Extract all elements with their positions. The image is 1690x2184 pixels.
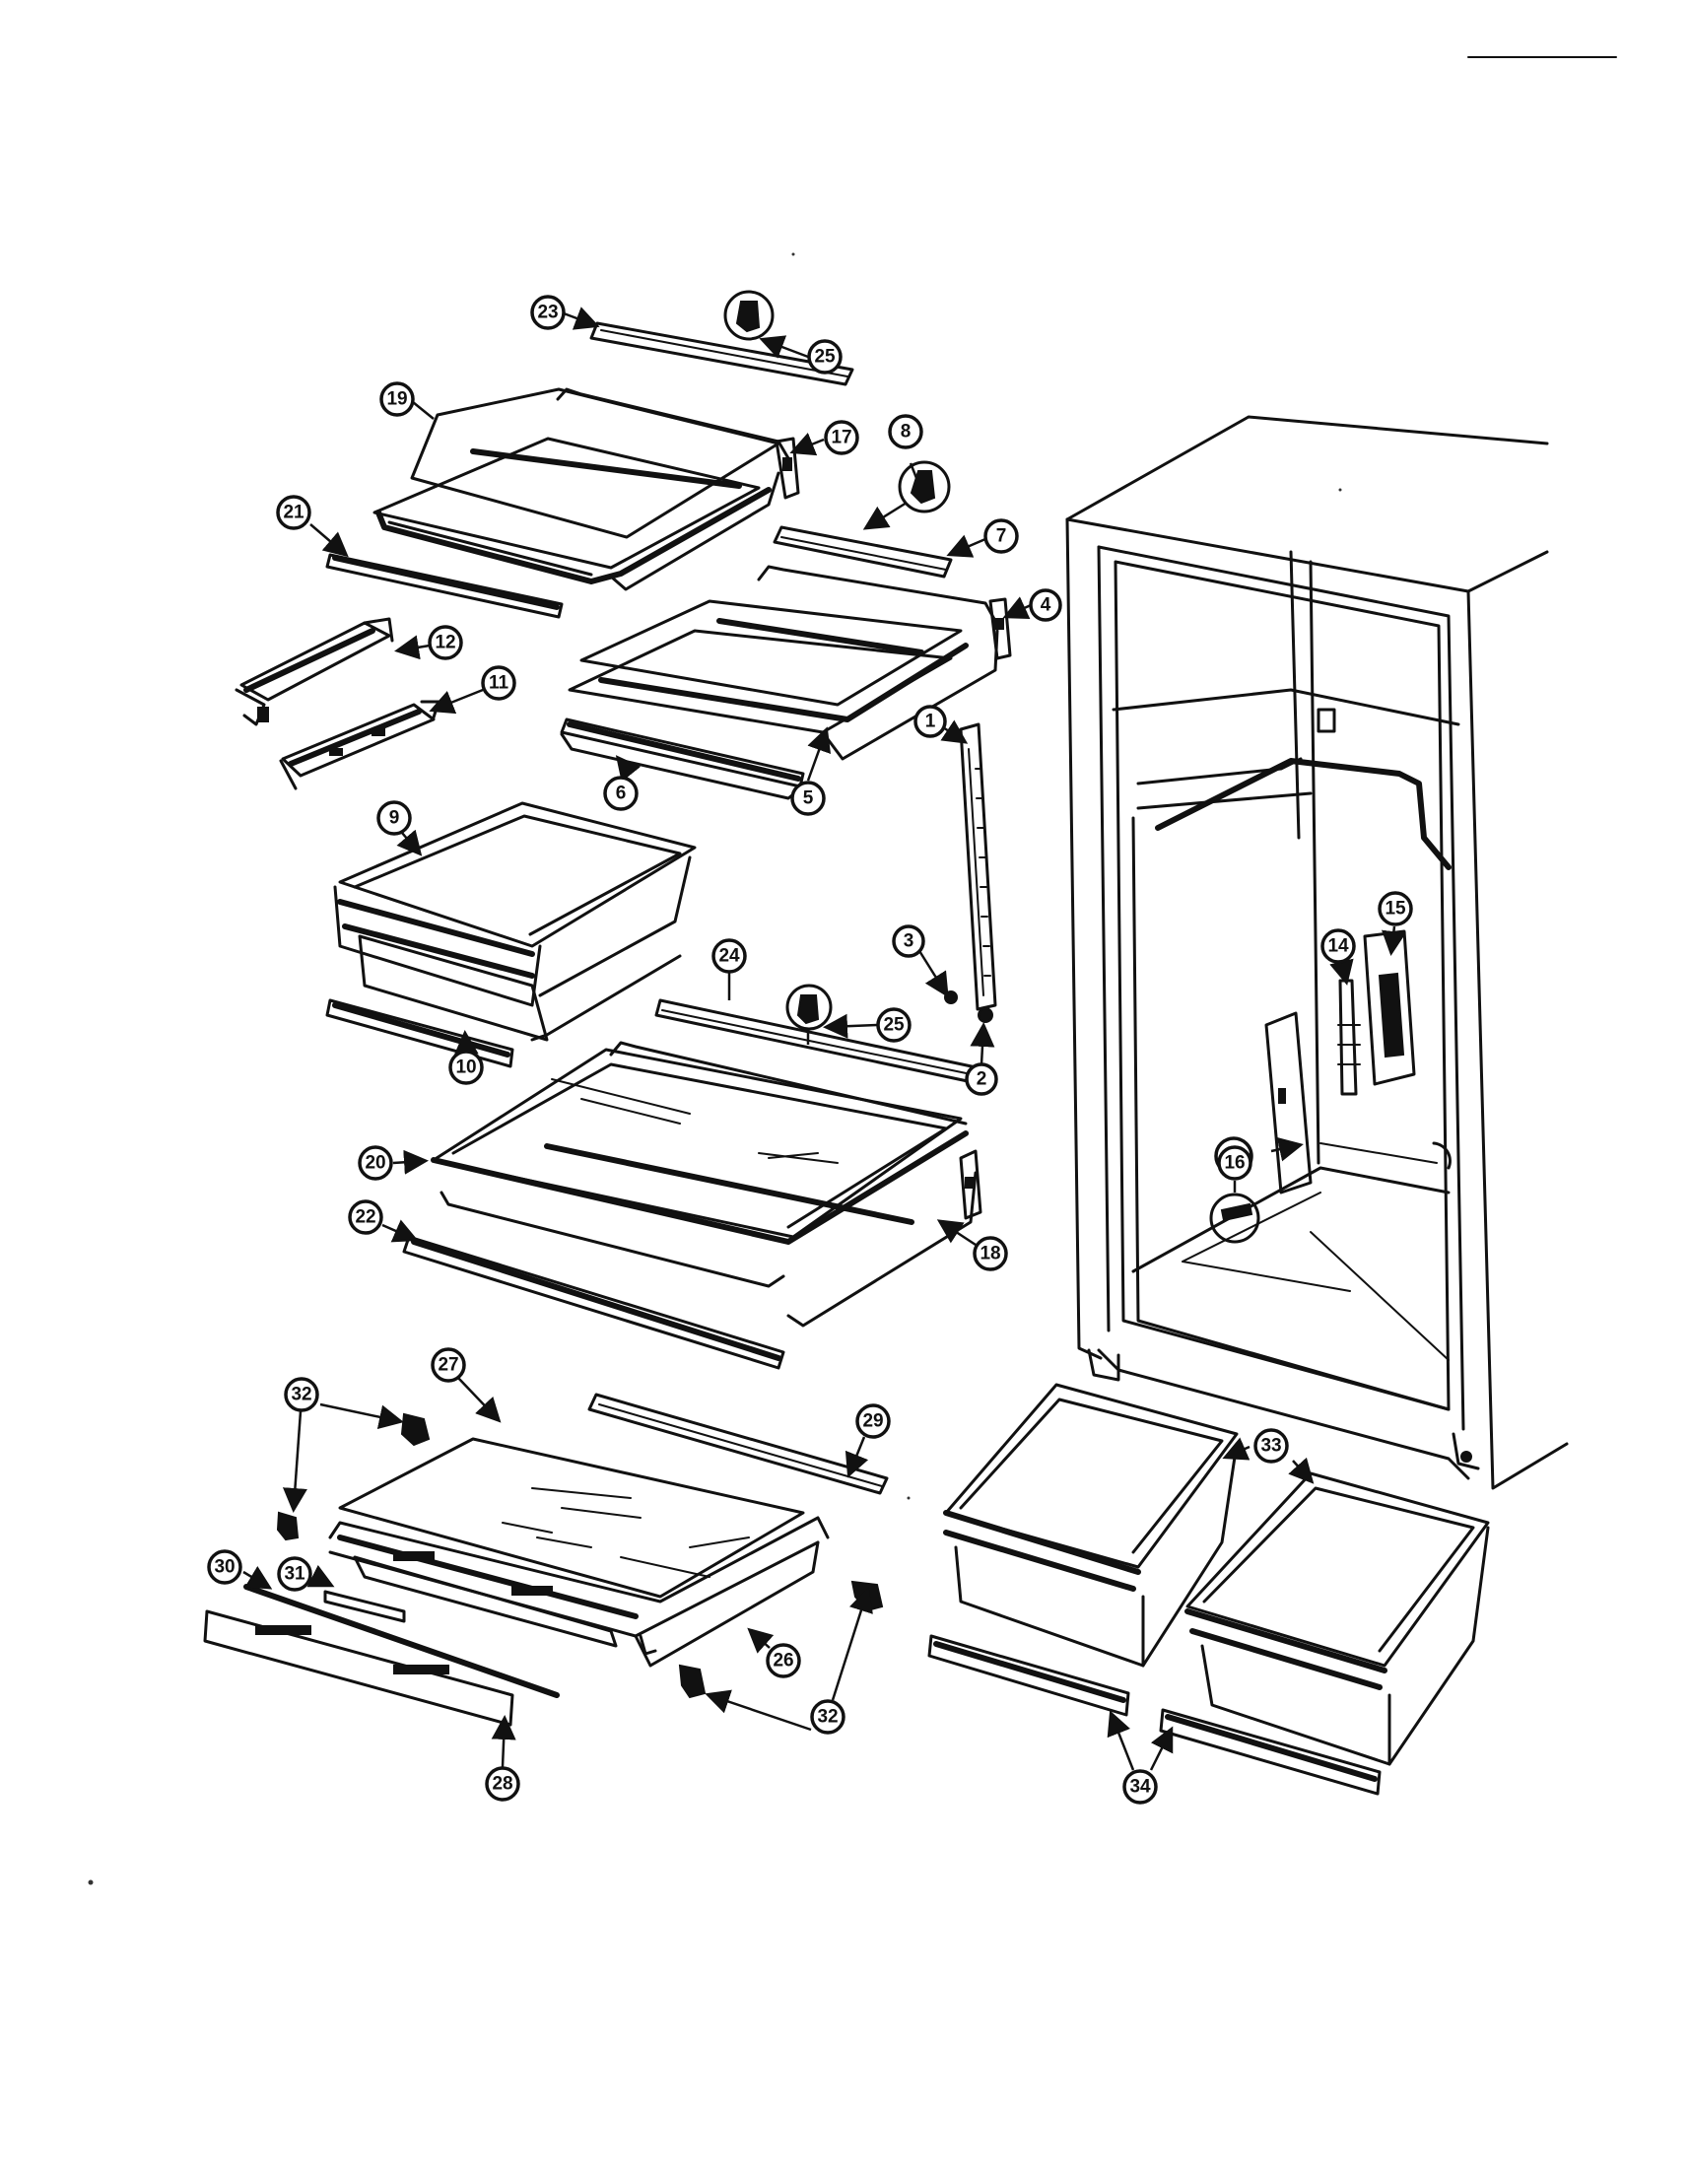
svg-text:4: 4 — [1041, 595, 1051, 616]
svg-text:30: 30 — [214, 1557, 235, 1578]
shelf-support-12 — [235, 617, 394, 726]
svg-text:11: 11 — [489, 673, 509, 694]
svg-text:20: 20 — [365, 1153, 385, 1174]
callout-25-top: 25 — [807, 339, 843, 375]
refrigerator-cabinet — [1065, 415, 1569, 1490]
svg-text:28: 28 — [492, 1774, 512, 1795]
svg-text:25: 25 — [883, 1015, 905, 1036]
svg-text:21: 21 — [283, 503, 304, 523]
callout-11: 11 — [481, 665, 516, 701]
callout-16: 16 — [1217, 1145, 1252, 1181]
svg-text:33: 33 — [1260, 1436, 1281, 1457]
svg-text:1: 1 — [925, 712, 936, 732]
svg-text:6: 6 — [616, 784, 627, 804]
callout-32-upper: 32 — [284, 1377, 319, 1412]
svg-text:25: 25 — [814, 347, 836, 368]
callout-2: 2 — [965, 1062, 998, 1096]
svg-text:34: 34 — [1129, 1777, 1151, 1798]
callout-29: 29 — [855, 1403, 891, 1439]
speck — [88, 1879, 94, 1885]
svg-text:12: 12 — [435, 633, 455, 653]
callout-28: 28 — [485, 1766, 520, 1802]
svg-text:18: 18 — [980, 1244, 1000, 1264]
callout-27: 27 — [431, 1347, 466, 1383]
svg-text:19: 19 — [386, 389, 407, 410]
crisper-cover-assembly — [203, 1393, 889, 1727]
middle-shelf-assembly — [560, 525, 1012, 800]
callout-10: 10 — [448, 1050, 484, 1085]
callout-31: 31 — [277, 1556, 312, 1592]
crisper-cover-supports — [276, 1412, 884, 1699]
svg-text:17: 17 — [831, 428, 851, 448]
lower-shelf-assembly — [402, 998, 987, 1370]
callout-4: 4 — [1029, 588, 1062, 622]
callout-20: 20 — [358, 1145, 393, 1181]
leader-lines — [242, 307, 1406, 1771]
callout-23: 23 — [530, 295, 566, 330]
callout-3: 3 — [892, 924, 925, 958]
svg-text:10: 10 — [455, 1058, 476, 1078]
speck — [907, 1496, 911, 1500]
callout-1: 1 — [913, 705, 947, 738]
clip-inset-25-top — [723, 290, 775, 341]
callout-7: 7 — [983, 518, 1019, 554]
crisper-drawers — [927, 1383, 1490, 1796]
svg-text:32: 32 — [817, 1707, 838, 1728]
clip-inset-8 — [898, 460, 951, 513]
callout-18: 18 — [973, 1236, 1008, 1271]
callout-32-lower: 32 — [810, 1699, 845, 1735]
svg-text:27: 27 — [438, 1355, 458, 1376]
svg-text:7: 7 — [996, 526, 1007, 547]
svg-text:22: 22 — [355, 1207, 375, 1228]
upper-shelf-assembly — [325, 321, 854, 619]
callout-26: 26 — [766, 1643, 801, 1678]
svg-text:23: 23 — [537, 303, 558, 323]
callout-21: 21 — [276, 495, 311, 530]
svg-text:5: 5 — [803, 788, 814, 809]
svg-text:26: 26 — [773, 1651, 793, 1672]
callout-12: 12 — [428, 625, 463, 660]
svg-text:8: 8 — [901, 422, 912, 443]
speck — [791, 252, 795, 256]
svg-text:9: 9 — [389, 808, 400, 829]
speck — [1338, 488, 1342, 492]
callout-30: 30 — [207, 1549, 242, 1585]
svg-text:3: 3 — [904, 931, 914, 952]
callout-24: 24 — [711, 938, 747, 974]
svg-text:31: 31 — [284, 1564, 305, 1585]
shelf-ladder-rail — [944, 722, 997, 1023]
callout-17: 17 — [824, 420, 859, 455]
callout-19: 19 — [379, 381, 415, 417]
svg-text:15: 15 — [1385, 899, 1406, 920]
callout-25-lower: 25 — [876, 1007, 912, 1043]
svg-text:14: 14 — [1327, 936, 1349, 957]
shelf-support-11 — [279, 700, 440, 790]
svg-text:29: 29 — [862, 1411, 883, 1432]
callout-33: 33 — [1253, 1428, 1289, 1464]
svg-text:32: 32 — [291, 1385, 311, 1405]
callout-8: 8 — [888, 414, 923, 449]
callout-14: 14 — [1320, 928, 1356, 964]
callout-15: 15 — [1378, 891, 1413, 926]
svg-text:16: 16 — [1224, 1153, 1245, 1174]
callout-9: 9 — [376, 800, 412, 836]
callout-5: 5 — [790, 781, 826, 816]
clip-inset-25-lower — [785, 984, 833, 1031]
callout-6: 6 — [603, 776, 639, 811]
callout-34: 34 — [1122, 1769, 1158, 1805]
svg-text:24: 24 — [718, 946, 740, 967]
callout-22: 22 — [348, 1199, 383, 1235]
svg-text:2: 2 — [977, 1069, 987, 1090]
meat-drawer — [325, 801, 697, 1068]
